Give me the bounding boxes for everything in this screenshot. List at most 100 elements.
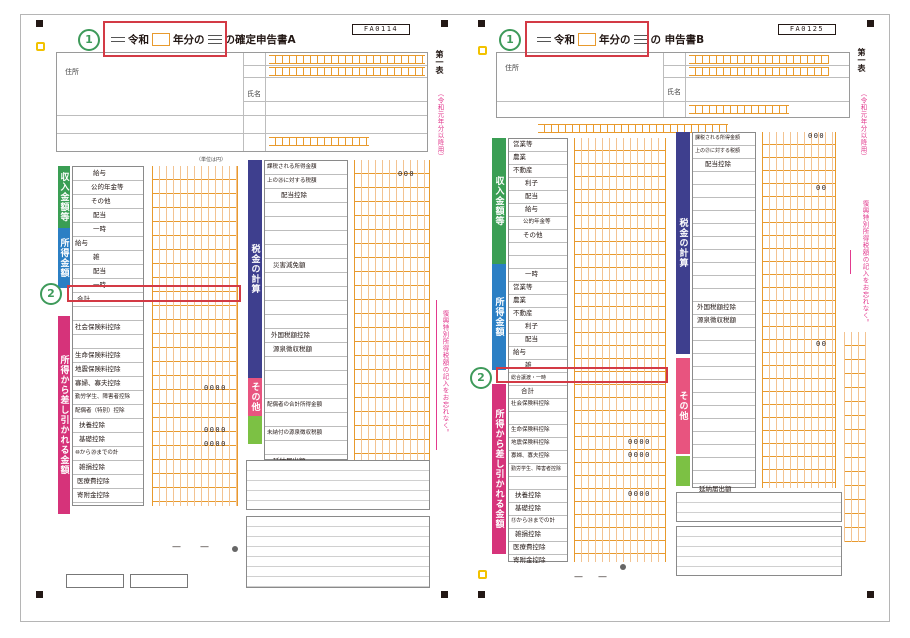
year-input-box[interactable] <box>152 33 170 46</box>
callout-box-year-a <box>103 21 227 57</box>
row-label: 給与 <box>525 205 538 213</box>
tax-type-stack <box>633 34 648 46</box>
name-label: 氏名 <box>247 90 261 98</box>
preprinted-zeros: 0000 <box>628 451 651 459</box>
row-label: 雑 <box>93 253 100 261</box>
birthdate-cells[interactable] <box>269 137 369 146</box>
preprinted-zeros: 0000 <box>204 384 227 392</box>
row-label: その他 <box>91 197 111 205</box>
preprinted-zeros: 00 <box>816 340 828 348</box>
crop-mark-icon <box>36 20 43 27</box>
form-code: FA0114 <box>352 24 410 35</box>
phone-dash: — <box>574 572 583 582</box>
left-label-column: 営業等 農業 不動産 利子 配当 給与 公的年金等 その他 一時 営業等 農業 … <box>508 138 568 564</box>
row-label: 源泉徴収税額 <box>697 316 736 324</box>
callout-badge-2-b: 2 <box>470 367 492 389</box>
form-title: 令和 年分の の確定申告書A <box>108 32 296 47</box>
row-label: 寡婦、寡夫控除 <box>511 453 550 459</box>
row-label: 給与 <box>75 239 88 247</box>
right-label-column: 課税される所得金額 上の㉖に対する税額 配当控除 災害減免額 外国税額控除 源泉… <box>264 160 348 465</box>
preprinted-zeros: 0000 <box>204 440 227 448</box>
seal-mark-icon <box>620 564 626 570</box>
row-label: 勤労学生、障害者控除 <box>75 394 131 400</box>
preprinted-zeros: 000 <box>398 170 416 178</box>
right-label-column: 課税される所得金額 上の㉗に対する税額 配当控除 外国税額控除 源泉徴収税額 延… <box>692 132 756 493</box>
reconstruction-tax-note: 復興特別所得税額の記入をお忘れなく。 <box>441 310 449 436</box>
page-number-label: 第一表 <box>435 50 444 74</box>
row-label: 農業 <box>513 153 526 161</box>
row-label: 公的年金等 <box>91 183 124 191</box>
crop-mark-icon <box>441 591 448 598</box>
row-label: 合計 <box>521 387 534 395</box>
row-label: 不動産 <box>513 309 533 317</box>
preprinted-zeros: 0000 <box>628 490 651 498</box>
birthdate-cells[interactable] <box>689 105 789 114</box>
preprinted-zeros: 0000 <box>628 438 651 446</box>
row-label: 営業等 <box>513 140 533 148</box>
row-label: 医療費控除 <box>77 477 110 485</box>
category-earnings-band: 所得金額 <box>58 228 70 288</box>
category-extension-band <box>676 456 690 486</box>
left-amount-grid[interactable] <box>152 166 238 506</box>
row-label: 配当 <box>525 335 538 343</box>
left-amount-grid[interactable] <box>574 138 666 562</box>
furigana-cells[interactable] <box>269 67 425 76</box>
row-label: 配偶者（特別）控除 <box>75 408 125 414</box>
row-label: 上の㉗に対する税額 <box>695 148 741 154</box>
callout-box-total-a <box>67 285 241 302</box>
row-label: 社会保険料控除 <box>75 323 121 331</box>
callout-badge-1-b: 1 <box>499 29 521 51</box>
name-label: 氏名 <box>667 88 681 96</box>
row-label: 寡婦、寡夫控除 <box>75 379 121 387</box>
row-label: 雑 <box>525 361 532 369</box>
row-label: 扶養控除 <box>79 421 105 429</box>
office-use-block <box>246 516 430 588</box>
row-label: 一時 <box>525 270 538 278</box>
callout-box-total-b <box>496 367 668 383</box>
row-label: 地震保険料控除 <box>75 365 121 373</box>
business-code-cells[interactable] <box>538 124 728 133</box>
right-amount-grid[interactable] <box>354 160 430 460</box>
row-label: 医療費控除 <box>513 543 546 551</box>
title-year-suffix: 年分の <box>173 34 205 46</box>
crop-mark-icon <box>867 591 874 598</box>
furigana-cells[interactable] <box>689 67 829 76</box>
page-number-label: 第一表 <box>857 48 866 72</box>
check-box-left <box>66 574 124 588</box>
title-name: の確定申告書A <box>224 34 296 46</box>
preprinted-zeros: 00 <box>816 184 828 192</box>
callout-badge-1-a: 1 <box>78 29 100 51</box>
row-label: 配当控除 <box>281 191 307 199</box>
right-amount-grid[interactable] <box>762 132 836 488</box>
row-label: 基礎控除 <box>79 435 105 443</box>
personal-number-cells[interactable] <box>689 55 829 64</box>
category-deductions-band: 所得から差し引かれる金額 <box>58 316 70 514</box>
seal-mark-icon <box>232 546 238 552</box>
personal-number-cells[interactable] <box>269 55 425 64</box>
category-other-band: その他 <box>676 358 690 454</box>
title-year-suffix: 年分の <box>599 34 631 46</box>
side-cells-column[interactable] <box>844 332 866 542</box>
crop-mark-icon <box>478 20 485 27</box>
preprinted-zeros: 000 <box>808 132 826 140</box>
form-b-page: FA0125 令和 年分の の 申告書B 第一表 （令和元年分以降用） 住所 氏… <box>478 20 874 598</box>
category-other-band: その他 <box>248 378 262 416</box>
unit-label: （単位は円） <box>196 157 227 163</box>
row-label: 利子 <box>525 322 538 330</box>
category-tax-calc-band: 税金の計算 <box>248 160 262 378</box>
yellow-marker-icon <box>478 570 487 579</box>
year-input-box[interactable] <box>578 33 596 46</box>
row-label: ⑬から㉔までの計 <box>511 518 556 524</box>
address-label: 住所 <box>65 68 79 76</box>
office-use-block <box>676 526 842 576</box>
row-label: 一時 <box>93 225 106 233</box>
row-label: 合計 <box>77 295 90 303</box>
row-label: 上の㉖に対する税額 <box>267 178 317 184</box>
phone-dash: — <box>200 542 209 552</box>
category-extension-band <box>248 416 262 444</box>
row-label: その他 <box>523 231 543 239</box>
phone-dash: — <box>172 542 181 552</box>
row-label: 配当控除 <box>705 160 731 168</box>
crop-mark-icon <box>867 20 874 27</box>
callout-badge-2-a: 2 <box>40 283 62 305</box>
